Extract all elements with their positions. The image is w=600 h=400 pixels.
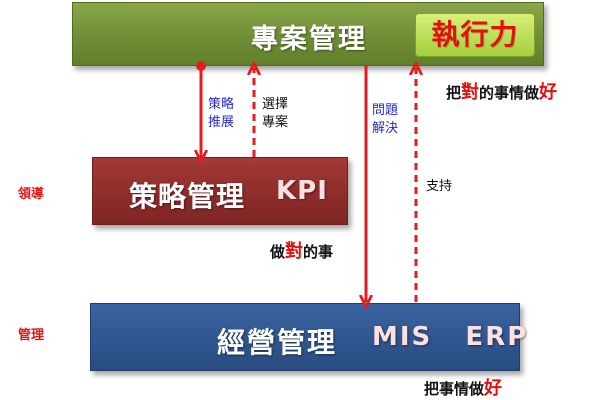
- execution-badge: 執行力: [415, 13, 535, 57]
- do-things-well-phrase: 把事情做好: [424, 374, 502, 400]
- problem-solving-label-line1: 問題: [372, 103, 399, 118]
- strategy-push-label-line1: 策略: [208, 97, 235, 112]
- strategy-management-title: 策略管理: [129, 180, 246, 213]
- strategy-push-label-line2: 推展: [208, 115, 235, 130]
- select-projects-label-line1: 選擇: [262, 97, 289, 112]
- phrase1-emphasis: 對: [461, 82, 480, 103]
- phrase3-emphasis: 好: [484, 378, 503, 399]
- phrase2-after: 的事: [303, 243, 334, 261]
- business-management-box: 經營管理 MIS ERP: [90, 303, 526, 371]
- select-projects-label: 選擇 專案: [262, 96, 288, 132]
- manage-label: 管理: [18, 328, 45, 343]
- do-right-things-well-phrase: 把對的事情做好: [446, 78, 557, 104]
- phrase3-before: 把事情做: [424, 380, 485, 398]
- phrase2-before: 做: [270, 243, 286, 261]
- support-label: 支持: [426, 179, 453, 194]
- strategy-management-box: 策略管理 KPI: [92, 157, 348, 225]
- problem-solving-label-line2: 解決: [372, 121, 399, 136]
- kpi-tag: KPI: [276, 176, 328, 206]
- project-management-box: 專案管理 執行力: [72, 2, 544, 66]
- phrase2-emphasis: 對: [285, 241, 304, 262]
- project-management-title: 專案管理: [251, 24, 367, 55]
- select-projects-label-line2: 專案: [262, 115, 289, 130]
- phrase1-end: 好: [539, 82, 558, 103]
- problem-solving-label: 問題 解決: [372, 102, 398, 138]
- business-management-title: 經營管理: [217, 326, 338, 359]
- lead-label: 領導: [18, 187, 45, 202]
- phrase1-before: 把: [446, 84, 462, 102]
- strategy-push-dot: [196, 61, 206, 71]
- strategy-push-label: 策略 推展: [208, 96, 234, 132]
- do-right-things-phrase: 做對的事: [270, 237, 333, 263]
- phrase1-middle: 的事情做: [479, 84, 540, 102]
- mis-erp-tag: MIS ERP: [372, 322, 529, 352]
